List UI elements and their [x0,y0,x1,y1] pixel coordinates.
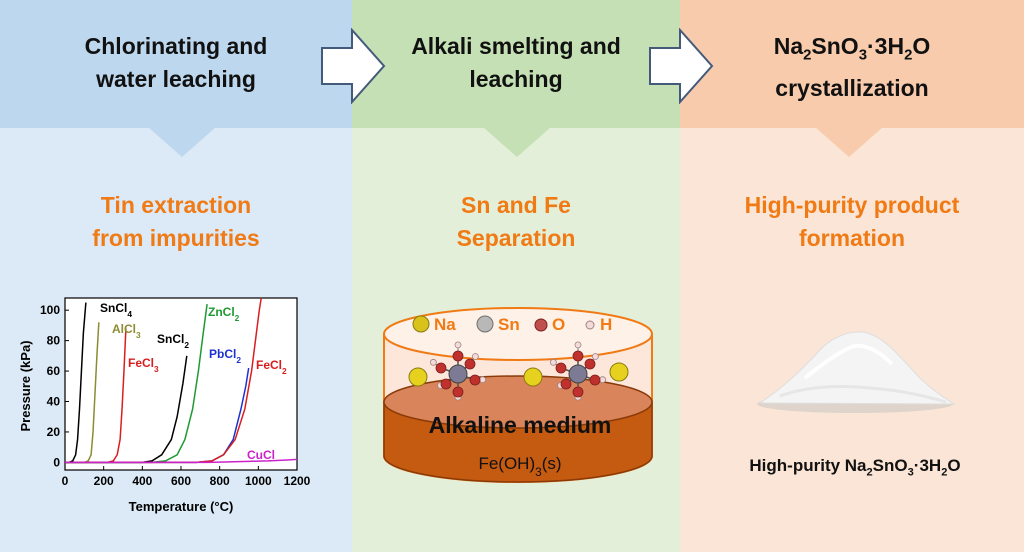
series-label-alcl3: AlCl3 [112,322,141,340]
stannate-anion [429,341,487,401]
y-tick-label: 20 [47,425,61,439]
oxygen-atom [572,386,584,398]
vapor-pressure-chart: 0 200 400 600 800 1000 1200 0 20 40 60 80 100 SnCl4A… [18,297,311,514]
y-tick-label: 80 [47,334,61,348]
powder-pile [758,331,956,405]
sodium-ion [523,367,543,387]
series-label-sncl2: SnCl2 [157,332,189,350]
chart-y-axis-label: Pressure (kPa) [18,340,33,431]
oxygen-atom [560,378,572,390]
series-line-fecl2 [65,297,262,464]
reactor-legend: Na Sn O H [412,315,612,334]
oxygen-atom [589,374,601,386]
process-arrow-2-icon [649,28,714,104]
hydrogen-atom [472,353,479,360]
process-arrow-1-icon [321,28,386,104]
oxygen-atom [440,378,452,390]
oxygen-atom [572,350,584,362]
y-tick-label: 0 [53,455,60,469]
alkaline-medium-label: Alkaline medium [429,412,612,438]
series-label-sncl4: SnCl4 [100,301,132,319]
legend-h: H [600,315,612,334]
stage-panel-1: Chlorinating and water leaching Tin extr… [0,0,352,552]
series-line-cucl [65,458,298,464]
stage-header-1 [0,0,352,128]
x-tick-label: 400 [132,474,152,488]
y-tick-label: 60 [47,364,61,378]
medium-surface [383,375,653,429]
series-label-fecl2: FeCl2 [256,358,287,376]
series-label-fecl3: FeCl3 [128,356,159,374]
x-tick-label: 1200 [284,474,311,488]
y-tick-label: 40 [47,395,61,409]
tin-atom [568,364,588,384]
x-tick-label: 1000 [245,474,272,488]
oxygen-atom [469,374,481,386]
product-caption: High-purity Na2SnO3·3H2O [749,456,961,479]
stage-panel-3: Na2SnO3·3H2O crystallization High-purity… [680,0,1024,552]
oxygen-atom [452,350,464,362]
legend-sn: Sn [498,315,520,334]
hydrogen-atom [591,353,599,360]
header-notch-2 [483,127,551,157]
header-notch-1 [148,127,216,157]
sodium-ion [609,362,629,382]
header-notch-3 [815,127,883,157]
stage-header-3 [680,0,1024,128]
oxygen-atom [435,362,447,374]
hydrogen-atom [599,376,607,384]
sodium-atom-icon [412,315,430,333]
stage-title-3: Na2SnO3·3H2O crystallization [680,30,1024,105]
x-tick-label: 800 [210,474,230,488]
hydrogen-atom-icon [585,320,595,330]
reactor-rim [383,307,653,361]
alkaline-reactor-illustration: Na Sn O H Alkaline medium Fe(OH)3(s) [383,307,653,483]
hydrogen-atom [429,358,437,366]
hydrogen-atom [574,341,582,349]
y-tick-label: 100 [40,303,60,317]
oxygen-atom [555,362,567,374]
chart-x-axis-label: Temperature (°C) [129,499,234,514]
stage-subtitle-3: High-purity product formation [744,192,960,251]
oxygen-atom-icon [534,318,548,332]
series-label-cucl: CuCl [247,448,275,462]
oxygen-atom [464,358,476,370]
x-tick-label: 0 [62,474,69,488]
sodium-ion [408,367,428,387]
x-tick-label: 600 [171,474,191,488]
stage-subtitle-1: Tin extraction from impurities [92,192,260,251]
hydrogen-atom [454,341,462,349]
stage-subtitle-2: Sn and Fe Separation [456,192,576,251]
hydrogen-atom [479,376,487,384]
tin-atom-icon [476,315,494,333]
series-label-zncl2: ZnCl2 [208,305,240,323]
product-powder-image [757,331,956,413]
oxygen-atom [452,386,464,398]
stage-title-2: Alkali smelting and leaching [411,33,621,92]
chart-plot-area [64,297,298,471]
hydrogen-atom [549,358,557,366]
oxygen-atom [584,358,596,370]
series-label-pbcl2: PbCl2 [209,347,241,365]
stage-title-1: Chlorinating and water leaching [84,33,268,92]
legend-o: O [552,315,565,334]
x-tick-label: 200 [94,474,114,488]
legend-na: Na [434,315,456,334]
tin-atom [448,364,468,384]
stage-header-2 [352,0,680,128]
formula-title: Na2SnO3·3H2O [773,33,931,64]
stannate-anion [549,341,607,401]
